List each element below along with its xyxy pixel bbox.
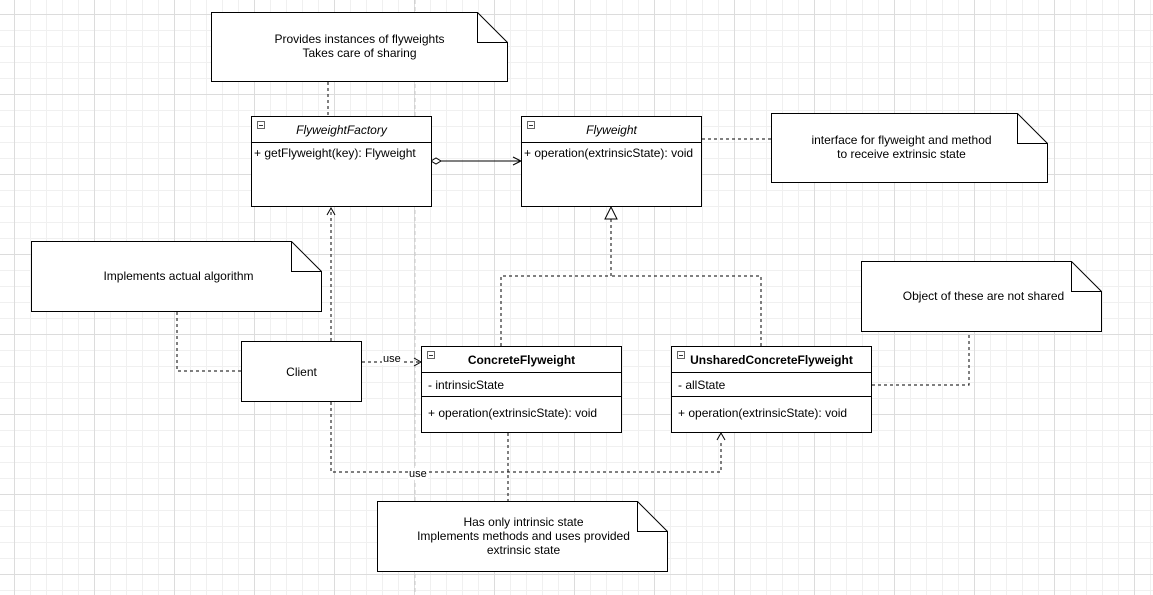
- class-unshared-concrete-flyweight[interactable]: UnsharedConcreteFlyweight - allState + o…: [671, 346, 872, 433]
- collapse-icon[interactable]: [677, 351, 685, 359]
- note-text-line: Implements actual algorithm: [103, 269, 254, 283]
- class-name: UnsharedConcreteFlyweight: [690, 352, 853, 367]
- note-text-line: to receive extrinsic state: [837, 147, 966, 161]
- note-unshared[interactable]: Object of these are not shared: [861, 261, 1102, 332]
- use-unshared-arrowhead: [716, 431, 726, 441]
- class-attribute: - intrinsicState: [422, 373, 621, 397]
- use-label-unshared: use: [408, 468, 428, 480]
- client-box[interactable]: Client: [241, 341, 362, 402]
- note-shape: [771, 113, 1048, 183]
- class-method: + operation(extrinsicState): void: [524, 146, 694, 160]
- note-text-line: extrinsic state: [486, 543, 561, 557]
- class-concrete-flyweight[interactable]: ConcreteFlyweight - intrinsicState + ope…: [421, 346, 622, 433]
- realization-unshared: [611, 275, 762, 346]
- class-method: + operation(extrinsicState): void: [428, 406, 598, 420]
- note-factory[interactable]: Provides instances of flyweights Takes c…: [211, 12, 508, 82]
- note-shape: [377, 501, 668, 572]
- note-text-line: Object of these are not shared: [902, 289, 1065, 303]
- aggregation-diamond: [430, 157, 442, 165]
- class-method: + operation(extrinsicState): void: [678, 406, 848, 420]
- class-flyweight[interactable]: Flyweight + operation(extrinsicState): v…: [521, 116, 702, 207]
- note-text-line: interface for flyweight and method: [811, 133, 992, 147]
- note-link-unshared: [872, 331, 970, 386]
- note-shape: [31, 241, 322, 312]
- realization-arrowhead: [604, 205, 618, 220]
- class-method: + getFlyweight(key): Flyweight: [254, 146, 416, 160]
- realization-concrete: [500, 275, 611, 346]
- note-shape: [211, 12, 508, 82]
- note-text-line: Provides instances of flyweights: [274, 32, 445, 46]
- client-factory-arrowhead: [326, 206, 336, 216]
- note-flyweight-interface[interactable]: interface for flyweight and method to re…: [771, 113, 1048, 183]
- class-name: FlyweightFactory: [296, 122, 387, 137]
- note-shape: [861, 261, 1102, 332]
- note-client[interactable]: Implements actual algorithm: [31, 241, 322, 312]
- collapse-icon[interactable]: [527, 121, 535, 129]
- class-name: Flyweight: [586, 122, 637, 137]
- note-concrete[interactable]: Has only intrinsic state Implements meth…: [377, 501, 668, 572]
- use-unshared-line: [330, 402, 722, 473]
- note-link-client: [176, 312, 241, 372]
- collapse-icon[interactable]: [427, 351, 435, 359]
- class-attribute: - allState: [672, 373, 871, 397]
- note-text-line: Has only intrinsic state: [463, 515, 584, 529]
- collapse-icon[interactable]: [257, 121, 265, 129]
- note-text-line: Implements methods and uses provided: [417, 529, 630, 543]
- class-name: ConcreteFlyweight: [467, 352, 576, 367]
- note-text-line: Takes care of sharing: [302, 46, 417, 60]
- client-label: Client: [286, 364, 317, 379]
- class-flyweight-factory[interactable]: FlyweightFactory + getFlyweight(key): Fl…: [251, 116, 432, 207]
- use-label-concrete: use: [382, 353, 402, 365]
